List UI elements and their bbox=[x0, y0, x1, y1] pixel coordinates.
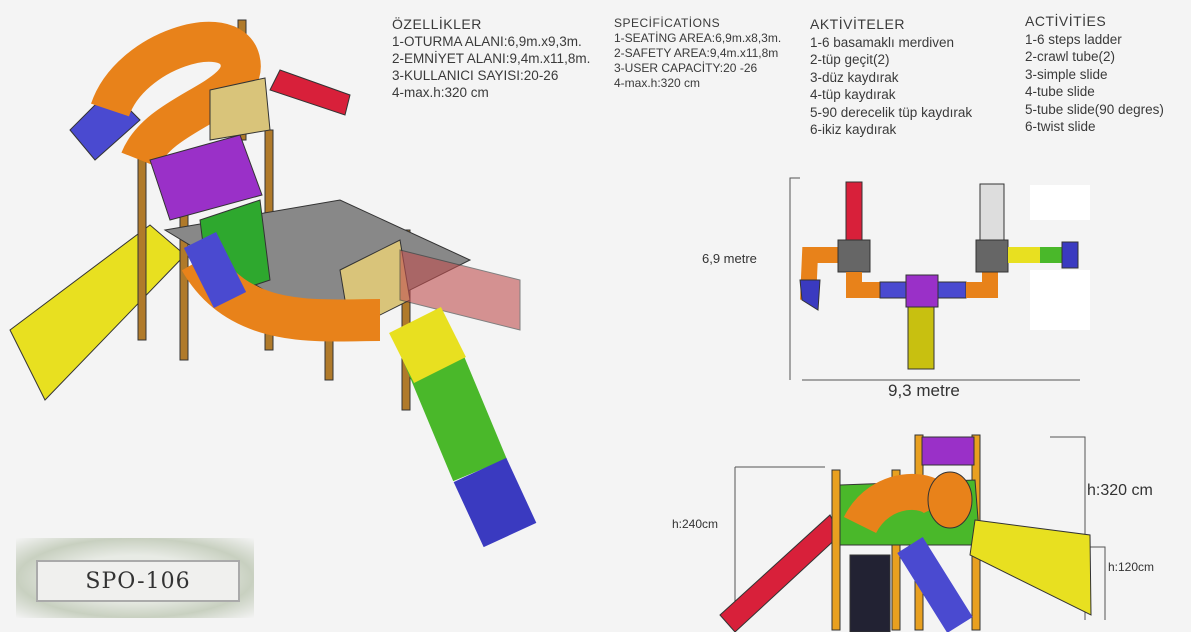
spec-line: 1-OTURMA ALANI:6,9m.x9,3m. bbox=[392, 34, 582, 49]
heading: AKTİVİTELER bbox=[810, 16, 905, 32]
activity-line: 4-tube slide bbox=[1025, 84, 1095, 99]
top-view-diagram bbox=[789, 177, 1090, 381]
heading: ÖZELLİKLER bbox=[392, 16, 482, 32]
activity-line: 1-6 basamaklı merdiven bbox=[810, 34, 955, 50]
width-dimension: 9,3 metre bbox=[888, 381, 960, 400]
spec-line: 1-SEATİNG AREA:6,9m.x8,3m. bbox=[614, 31, 782, 45]
side-view-diagram bbox=[719, 434, 1106, 632]
english-specs: SPECİFİCATİONS 1-SEATİNG AREA:6,9m.x8,3m… bbox=[614, 16, 781, 91]
activity-line: 5-tube slide(90 degres) bbox=[1025, 101, 1164, 117]
turkish-specs: ÖZELLİKLER 1-OTURMA ALANI:6,9m.x9,3m. 2-… bbox=[392, 16, 590, 101]
platform-height-low: h:120cm bbox=[1108, 560, 1155, 574]
product-code-logo: SPO-106 bbox=[16, 538, 254, 618]
heading: ACTİVİTİES bbox=[1025, 13, 1107, 29]
turkish-activities: AKTİVİTELER 1-6 basamaklı merdiven 2-tüp… bbox=[810, 16, 972, 139]
platform-height-high: h:240cm bbox=[672, 517, 719, 531]
spec-line: 2-SAFETY AREA:9,4m.x11,8m bbox=[614, 46, 779, 60]
playground-perspective-render bbox=[9, 19, 537, 548]
activity-line: 4-tüp kaydırak bbox=[810, 87, 896, 102]
activity-line: 2-crawl tube(2) bbox=[1025, 49, 1116, 64]
activity-line: 6-twist slide bbox=[1025, 119, 1096, 134]
activity-line: 6-ikiz kaydırak bbox=[810, 122, 897, 137]
spec-line: 4-max.h:320 cm bbox=[392, 85, 489, 100]
spec-line: 3-USER CAPACİTY:20 -26 bbox=[614, 61, 758, 75]
activity-line: 3-düz kaydırak bbox=[810, 69, 899, 85]
activity-line: 2-tüp geçit(2) bbox=[810, 52, 890, 67]
depth-dimension: 6,9 metre bbox=[702, 251, 757, 266]
activity-line: 1-6 steps ladder bbox=[1025, 31, 1122, 47]
spec-line: 2-EMNİYET ALANI:9,4m.x11,8m. bbox=[392, 51, 591, 66]
english-activities: ACTİVİTİES 1-6 steps ladder 2-crawl tube… bbox=[1025, 13, 1164, 136]
heading: SPECİFİCATİONS bbox=[614, 16, 721, 30]
activity-line: 3-simple slide bbox=[1025, 66, 1108, 82]
spec-line: 3-KULLANICI SAYISI:20-26 bbox=[392, 68, 559, 83]
max-height-dimension: h:320 cm bbox=[1087, 482, 1153, 499]
spec-line: 4-max.h:320 cm bbox=[614, 76, 701, 90]
activity-line: 5-90 derecelik tüp kaydırak bbox=[810, 104, 973, 120]
product-code: SPO-106 bbox=[36, 560, 240, 602]
